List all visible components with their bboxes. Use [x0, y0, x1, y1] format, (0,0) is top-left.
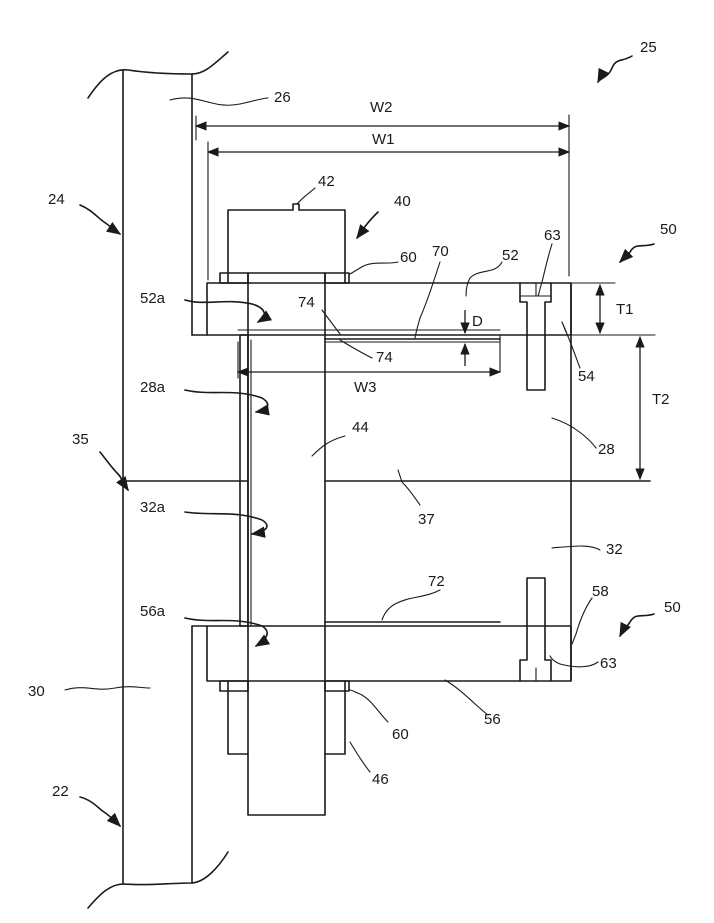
- leader-63a: [538, 244, 552, 296]
- label-74a: 74: [298, 294, 315, 311]
- label-w2: W2: [370, 99, 393, 116]
- label-60a: 60: [400, 249, 417, 266]
- label-54: 54: [578, 368, 595, 385]
- leader-44: [312, 436, 345, 456]
- leader-42: [297, 188, 315, 204]
- label-w1: W1: [372, 131, 395, 148]
- top-break-line: [88, 52, 228, 98]
- leader-32: [552, 546, 600, 550]
- leader-58: [572, 598, 592, 644]
- label-63a: 63: [544, 227, 561, 244]
- label-42: 42: [318, 173, 335, 190]
- label-44: 44: [352, 419, 369, 436]
- label-26: 26: [274, 89, 291, 106]
- leader-35: [100, 452, 128, 490]
- label-40: 40: [394, 193, 411, 210]
- label-30: 30: [28, 683, 45, 700]
- shaft-44: [248, 273, 325, 815]
- leader-30: [65, 687, 150, 690]
- nut-46-left: [228, 681, 248, 754]
- label-32: 32: [606, 541, 623, 558]
- boss-40: [228, 204, 345, 283]
- leader-28: [552, 418, 596, 448]
- label-25: 25: [640, 39, 657, 56]
- leader-26: [170, 98, 268, 105]
- leader-24: [80, 205, 120, 234]
- label-28a: 28a: [140, 379, 166, 396]
- label-t1: T1: [616, 301, 634, 318]
- leader-37: [398, 470, 420, 505]
- leader-60b: [350, 690, 388, 722]
- label-24: 24: [48, 191, 65, 208]
- leader-50a: [620, 244, 654, 262]
- leader-56a: [185, 618, 267, 646]
- label-56: 56: [484, 711, 501, 728]
- label-32a: 32a: [140, 499, 166, 516]
- leader-56: [445, 680, 488, 715]
- leader-46: [350, 742, 370, 772]
- label-28: 28: [598, 441, 615, 458]
- leader-60a: [350, 262, 398, 274]
- label-46: 46: [372, 771, 389, 788]
- label-60b: 60: [392, 726, 409, 743]
- nut-46-right: [325, 681, 345, 754]
- leader-28a: [185, 390, 268, 412]
- lower-bolt-63: [520, 578, 551, 681]
- label-37: 37: [418, 511, 435, 528]
- nut-shoulder-left: [220, 681, 248, 691]
- upper-bolt-63: [520, 283, 551, 390]
- label-50b: 50: [664, 599, 681, 616]
- label-50a: 50: [660, 221, 677, 238]
- label-70: 70: [432, 243, 449, 260]
- leader-63b: [550, 656, 598, 667]
- leader-72: [382, 590, 440, 620]
- label-74b: 74: [376, 349, 393, 366]
- leader-52: [466, 262, 502, 296]
- label-35: 35: [72, 431, 89, 448]
- boss-shoulder-left: [220, 273, 248, 283]
- label-52a: 52a: [140, 290, 166, 307]
- lower-plate-56: [207, 626, 571, 681]
- leader-70: [415, 262, 440, 338]
- leader-40: [357, 212, 378, 238]
- leader-74b: [340, 340, 372, 358]
- leader-22: [80, 797, 120, 826]
- label-d: D: [472, 313, 483, 330]
- leader-32a: [185, 512, 267, 534]
- label-t2: T2: [652, 391, 670, 408]
- label-w3: W3: [354, 379, 377, 396]
- label-63b: 63: [600, 655, 617, 672]
- label-58: 58: [592, 583, 609, 600]
- label-22: 22: [52, 783, 69, 800]
- label-52: 52: [502, 247, 519, 264]
- label-56a: 56a: [140, 603, 166, 620]
- leader-25: [598, 56, 632, 82]
- bottom-break-line: [88, 852, 228, 908]
- leader-52a: [185, 300, 264, 322]
- label-72: 72: [428, 573, 445, 590]
- leader-50b: [620, 614, 654, 636]
